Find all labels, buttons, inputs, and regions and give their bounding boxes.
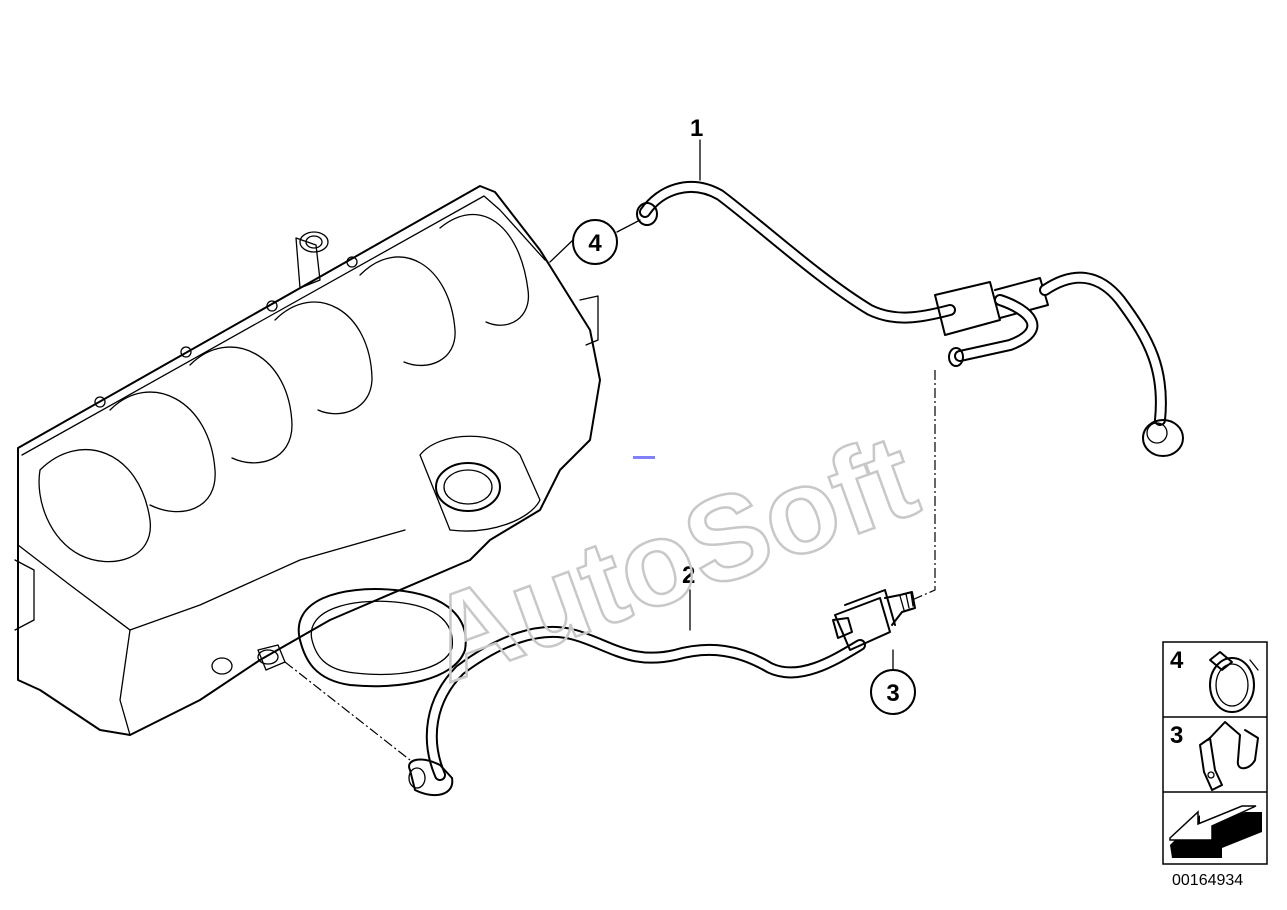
hose-clamp-icon xyxy=(1209,651,1259,713)
callout-3: 3 xyxy=(870,669,916,715)
callout-4-label: 4 xyxy=(588,230,602,257)
callout-4: 4 xyxy=(572,219,618,265)
legend-panel: 4 3 xyxy=(1162,641,1268,865)
check-valve-part-3 xyxy=(832,589,916,651)
watermark-text: AutoSoft xyxy=(411,409,933,708)
leader-lines xyxy=(549,139,894,671)
callout-3-label: 3 xyxy=(886,680,899,707)
legend-row2-number: 3 xyxy=(1170,722,1183,749)
vent-hose-part-1 xyxy=(636,181,1184,457)
part-label-1: 1 xyxy=(690,115,703,142)
legend-row-arrow xyxy=(1169,805,1262,858)
holder-clip-icon xyxy=(1199,721,1259,791)
vent-hose-part-2 xyxy=(408,626,866,797)
diagram-code: 00164934 xyxy=(1172,872,1243,889)
arrow-icon xyxy=(1169,805,1262,858)
legend-row1-number: 4 xyxy=(1170,647,1184,674)
intake-manifold-drawing xyxy=(14,185,601,736)
assembly-lines xyxy=(284,370,936,761)
part-label-2: 2 xyxy=(682,562,695,589)
watermark-mark xyxy=(633,456,655,459)
legend-row-holder: 3 xyxy=(1170,721,1259,791)
legend-row-hose-clamp: 4 xyxy=(1170,647,1259,713)
